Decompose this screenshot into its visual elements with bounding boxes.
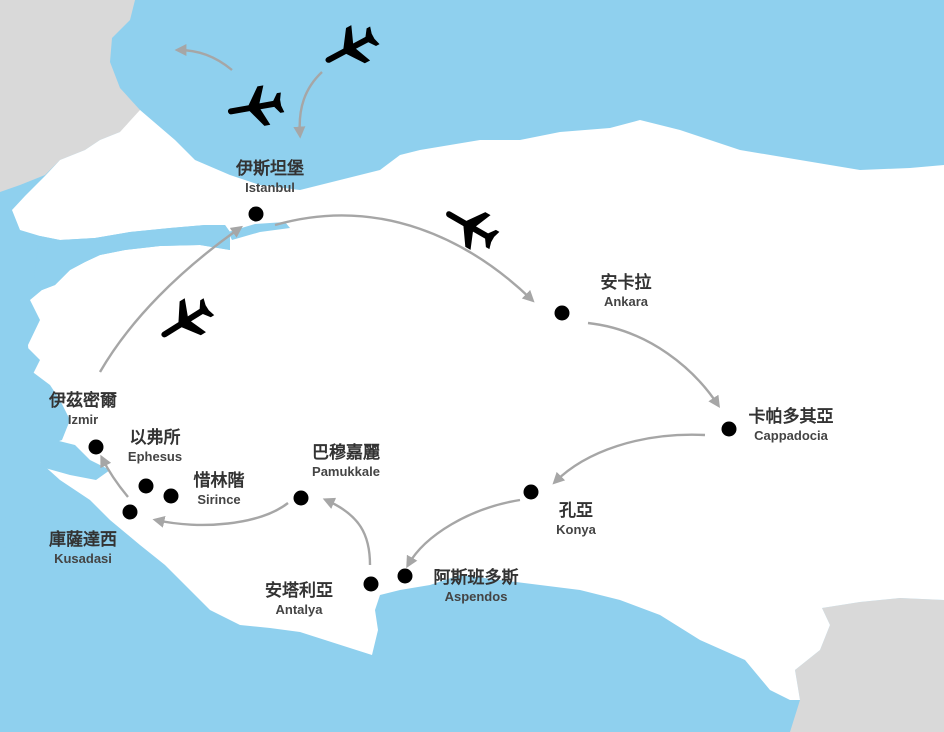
city-label-pamukkale-zh: 巴穆嘉麗 [312, 442, 380, 463]
location-marker-icon[interactable] [88, 439, 104, 455]
route-lines [98, 44, 720, 569]
city-label-aspendos-zh: 阿斯班多斯 [434, 567, 519, 588]
aegean-bay-3 [0, 345, 40, 385]
city-label-aspendos-en: Aspendos [445, 589, 508, 604]
city-label-ephesus-en: Ephesus [128, 449, 182, 464]
sea-of-marmara [34, 225, 230, 290]
city-label-izmir-zh: 伊茲密爾 [48, 390, 117, 411]
aegean-bay-2 [0, 505, 110, 548]
route-arrow-icon [174, 44, 233, 71]
location-marker-icon[interactable] [523, 484, 539, 500]
city-label-kusadasi-zh: 庫薩達西 [49, 529, 117, 550]
route-arrow-icon [274, 214, 535, 303]
route-arrow-icon [293, 71, 323, 139]
location-marker-icon[interactable] [721, 421, 737, 437]
city-label-ankara-en: Ankara [604, 294, 649, 309]
route-arrow-icon [322, 497, 372, 566]
city-label-antalya-en: Antalya [276, 602, 324, 617]
route-arrow-icon [587, 321, 720, 409]
aegean-bay [30, 440, 110, 480]
location-marker-icon[interactable] [554, 305, 570, 321]
route-arrow-icon [98, 225, 243, 373]
location-marker-icon[interactable] [397, 568, 413, 584]
neighbor-land-balkans [0, 0, 152, 192]
bosphorus-strait [228, 222, 290, 240]
city-label-antalya-zh: 安塔利亞 [265, 580, 333, 601]
route-arrow-icon [152, 502, 289, 528]
land-anatolia [12, 110, 944, 700]
location-marker-icon[interactable] [122, 504, 138, 520]
route-arrow-icon [552, 433, 706, 485]
city-label-sirince-en: Sirince [197, 492, 240, 507]
city-label-cappadocia-zh: 卡帕多其亞 [749, 406, 834, 427]
neighbor-land-east [790, 598, 944, 732]
city-labels: 伊斯坦堡 Istanbul 安卡拉 Ankara 卡帕多其亞 Cappadoci… [48, 158, 834, 617]
city-label-pamukkale-en: Pamukkale [312, 464, 380, 479]
city-label-ankara-zh: 安卡拉 [601, 272, 652, 293]
location-marker-icon[interactable] [163, 488, 179, 504]
city-label-cappadocia-en: Cappadocia [754, 428, 828, 443]
location-marker-icon[interactable] [248, 206, 264, 222]
city-label-kusadasi-en: Kusadasi [54, 551, 112, 566]
location-marker-icon[interactable] [293, 490, 309, 506]
city-label-sirince-zh: 惜林階 [194, 470, 245, 491]
city-label-istanbul-zh: 伊斯坦堡 [235, 158, 304, 179]
city-label-istanbul-en: Istanbul [245, 180, 295, 195]
route-arrow-icon [100, 454, 129, 498]
city-markers [88, 206, 737, 592]
route-arrow-icon [406, 498, 521, 569]
city-label-ephesus-zh: 以弗所 [130, 427, 181, 448]
city-label-konya-en: Konya [556, 522, 597, 537]
location-marker-icon[interactable] [363, 576, 379, 592]
city-label-konya-zh: 孔亞 [559, 501, 593, 521]
city-label-izmir-en: Izmir [68, 412, 98, 427]
location-marker-icon[interactable] [138, 478, 154, 494]
